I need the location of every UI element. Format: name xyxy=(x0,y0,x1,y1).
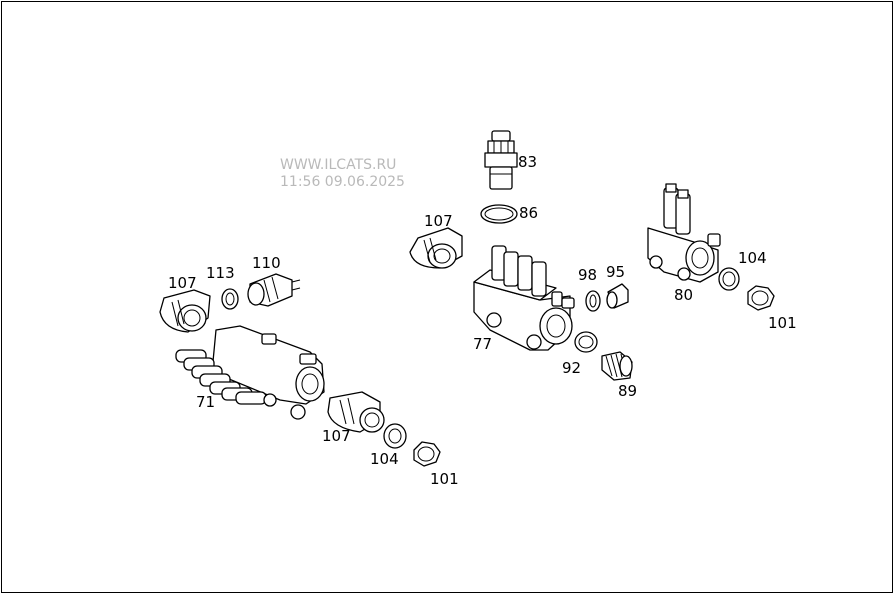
callout-101-lower: 101 xyxy=(430,470,459,488)
part-80-valve-block[interactable] xyxy=(647,183,721,283)
part-71-valve-block[interactable] xyxy=(175,325,325,420)
part-98-o-ring[interactable] xyxy=(585,290,601,312)
part-83-connector[interactable] xyxy=(484,130,518,190)
part-110-sensor[interactable] xyxy=(247,273,301,307)
callout-89: 89 xyxy=(618,382,637,400)
callout-77: 77 xyxy=(473,335,492,353)
part-107-connector-upper[interactable] xyxy=(409,227,463,269)
callout-113: 113 xyxy=(206,264,235,282)
part-86-o-ring[interactable] xyxy=(480,204,518,224)
part-104-o-ring-right[interactable] xyxy=(718,267,740,291)
callout-110: 110 xyxy=(252,254,281,272)
callout-104-lower: 104 xyxy=(370,450,399,468)
callout-71: 71 xyxy=(196,393,215,411)
callout-107-upper: 107 xyxy=(424,212,453,230)
callout-98: 98 xyxy=(578,266,597,284)
callout-83: 83 xyxy=(518,153,537,171)
watermark-site: WWW.ILCATS.RU xyxy=(280,157,397,173)
part-101-plug-right[interactable] xyxy=(747,285,775,311)
part-107-connector-left[interactable] xyxy=(159,289,211,333)
callout-86: 86 xyxy=(519,204,538,222)
callout-101-right: 101 xyxy=(768,314,797,332)
part-107-connector-lower[interactable] xyxy=(327,391,385,433)
part-92-o-ring[interactable] xyxy=(574,331,598,353)
part-101-plug-lower[interactable] xyxy=(413,441,441,467)
callout-107-lower: 107 xyxy=(322,427,351,445)
callout-104-right: 104 xyxy=(738,249,767,267)
callout-95: 95 xyxy=(606,263,625,281)
part-95-plug[interactable] xyxy=(606,283,629,309)
part-104-o-ring-lower[interactable] xyxy=(383,423,407,449)
part-89-filter[interactable] xyxy=(601,351,633,381)
callout-80: 80 xyxy=(674,286,693,304)
part-77-valve-block[interactable] xyxy=(473,245,575,351)
part-113-ring[interactable] xyxy=(221,288,239,310)
callout-107-left: 107 xyxy=(168,274,197,292)
callout-92: 92 xyxy=(562,359,581,377)
watermark-timestamp: 11:56 09.06.2025 xyxy=(280,174,405,190)
